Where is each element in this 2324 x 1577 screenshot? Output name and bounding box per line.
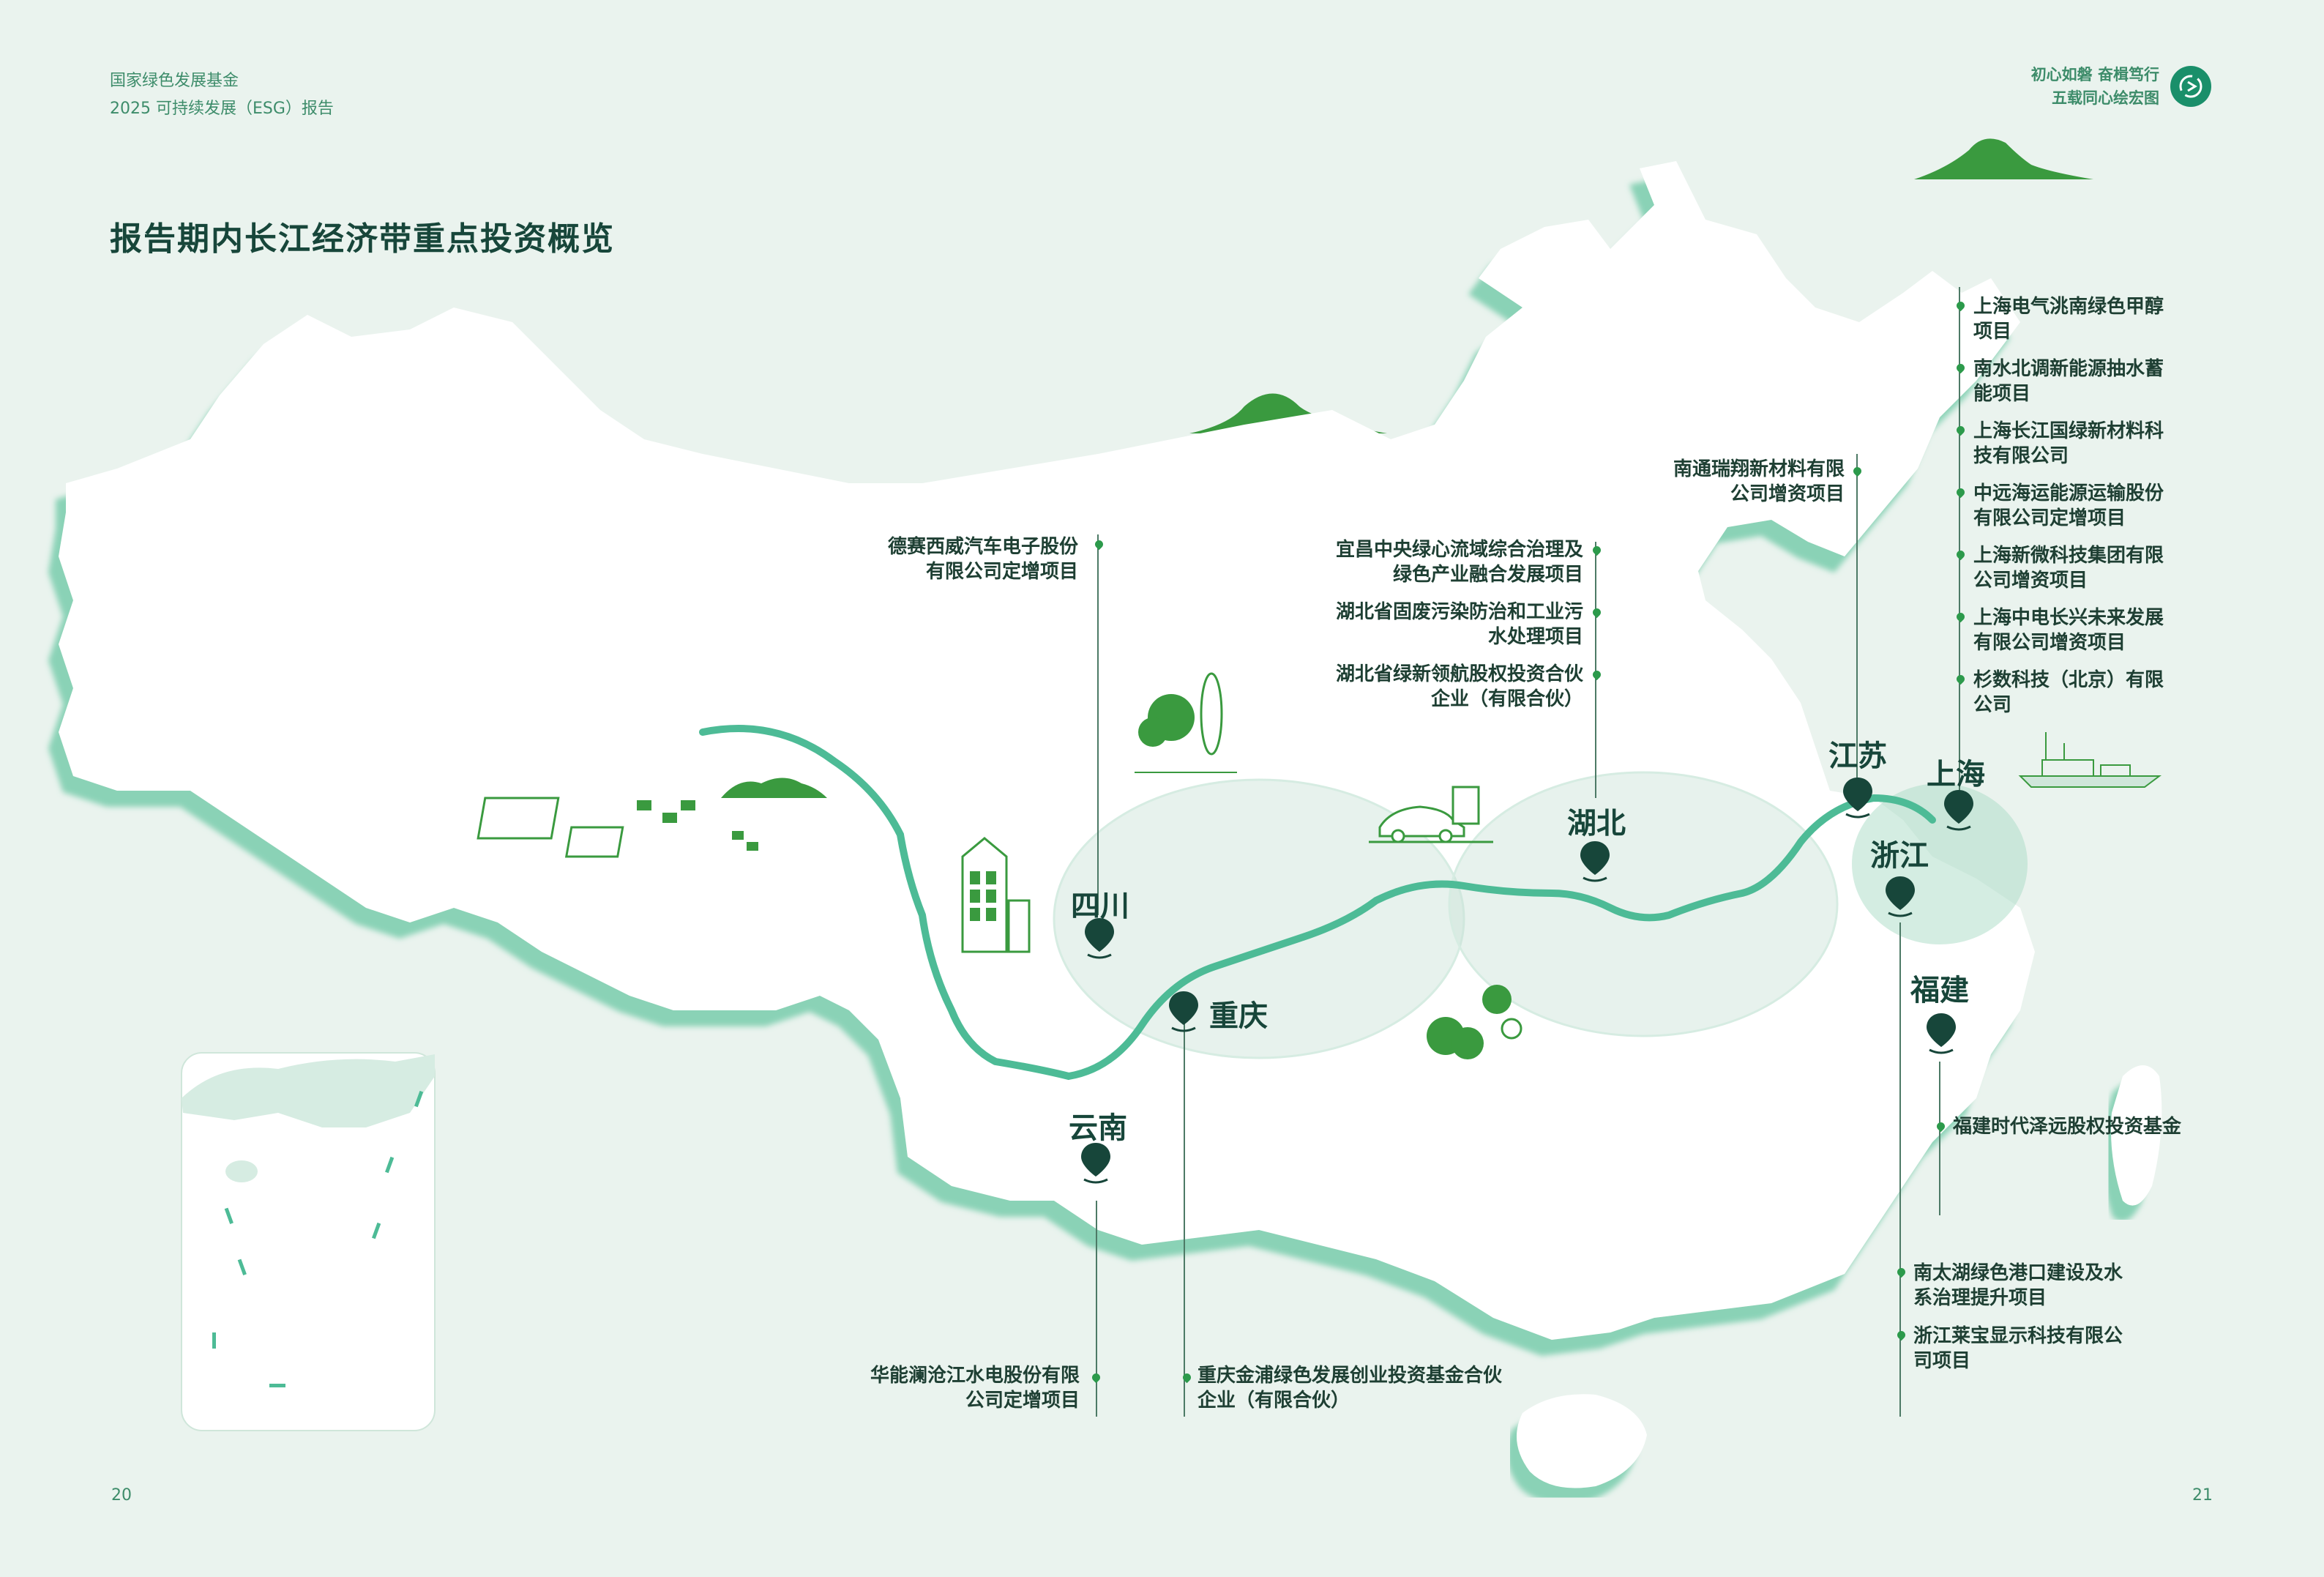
connector-sichuan (1097, 534, 1099, 915)
project-jiangsu: 南通瑞翔新材料有限 公司增资项目 (1673, 458, 1845, 505)
connector-chongqing (1184, 1018, 1185, 1417)
report-header: 国家绿色发展基金 2025 可持续发展（ESG）报告 (110, 67, 334, 123)
province-jiangsu: 江苏 (1828, 739, 1887, 773)
project-shanghai-6: 上海中电长兴未来发展 有限公司增资项目 (1973, 607, 2164, 654)
province-fujian: 福建 (1910, 974, 1969, 1007)
project-shanghai-7: 杉数科技（北京）有限 公司 (1973, 669, 2164, 716)
solar-panel-decoration (477, 778, 827, 858)
page-number-left: 20 (111, 1486, 132, 1505)
taiwan-shape (2111, 1065, 2162, 1206)
connector-jiangsu (1856, 454, 1858, 787)
connector-zhejiang (1899, 922, 1901, 1417)
page-title: 报告期内长江经济带重点投资概览 (110, 220, 615, 258)
slogan-line1: 初心如磐 奋楫笃行 (2030, 66, 2159, 83)
map-pin-icon (1927, 1013, 1956, 1054)
project-chongqing: 重庆金浦绿色发展创业投资基金合伙 企业（有限合伙） (1198, 1365, 1503, 1412)
map-pin-icon (1886, 876, 1915, 917)
map-pin-icon (1081, 1143, 1110, 1184)
ship-decoration (2018, 732, 2162, 788)
map-pin-icon (1169, 991, 1198, 1032)
project-sichuan: 德赛西威汽车电子股份 有限公司定增项目 (887, 536, 1078, 583)
project-zhejiang-1: 南太湖绿色港口建设及水 系治理提升项目 (1913, 1262, 2123, 1309)
province-zhejiang: 浙江 (1870, 839, 1929, 873)
project-yunnan: 华能澜沧江水电股份有限 公司定增项目 (870, 1365, 1080, 1412)
hainan-shape (1517, 1394, 1647, 1488)
slogan: 初心如磐 奋楫笃行 五载同心绘宏图 (2031, 63, 2159, 110)
map-pin-icon (1085, 918, 1114, 959)
circular-arrows-logo-icon (2170, 66, 2211, 107)
project-shanghai-2: 南水北调新能源抽水蓄 能项目 (1973, 358, 2164, 405)
org-name: 国家绿色发展基金 (110, 72, 239, 90)
province-chongqing: 重庆 (1209, 999, 1268, 1033)
project-hubei-3: 湖北省绿新领航股权投资合伙 企业（有限合伙） (1335, 663, 1583, 710)
province-sichuan: 四川 (1071, 890, 1129, 923)
tree-decoration (1135, 672, 1522, 1059)
map-pin-icon (1580, 841, 1610, 882)
yangtze-river (699, 725, 1936, 1081)
project-shanghai-1: 上海电气洮南绿色甲醇 项目 (1973, 296, 2164, 343)
connector-yunnan (1096, 1201, 1097, 1417)
project-zhejiang-2: 浙江莱宝显示科技有限公 司项目 (1913, 1325, 2123, 1372)
project-shanghai-5: 上海新微科技集团有限 公司增资项目 (1973, 545, 2164, 592)
project-shanghai-4: 中远海运能源运输股份 有限公司定增项目 (1973, 482, 2164, 529)
page-number-right: 21 (2192, 1486, 2213, 1505)
connector-fujian (1939, 1062, 1940, 1215)
report-name: 2025 可持续发展（ESG）报告 (110, 100, 334, 118)
project-fujian: 福建时代泽远股权投资基金 (1953, 1116, 2182, 1138)
project-hubei-2: 湖北省固废污染防治和工业污 水处理项目 (1335, 601, 1583, 648)
connector-shanghai (1959, 287, 1960, 799)
province-yunnan: 云南 (1069, 1111, 1127, 1145)
ev-charging-decoration (1369, 786, 1493, 843)
south-sea-inset (181, 1052, 436, 1431)
building-decoration (961, 837, 1031, 953)
project-shanghai-3: 上海长江国绿新材料科 技有限公司 (1973, 420, 2164, 467)
map-pin-icon (1944, 790, 1973, 831)
map-pin-icon (1843, 778, 1872, 819)
project-hubei-1: 宜昌中央绿心流域综合治理及 绿色产业融合发展项目 (1335, 539, 1583, 586)
slogan-line2: 五载同心绘宏图 (2052, 89, 2159, 107)
province-hubei: 湖北 (1567, 807, 1626, 840)
mainland-shape (59, 161, 2035, 1340)
province-shanghai: 上海 (1927, 758, 1985, 791)
